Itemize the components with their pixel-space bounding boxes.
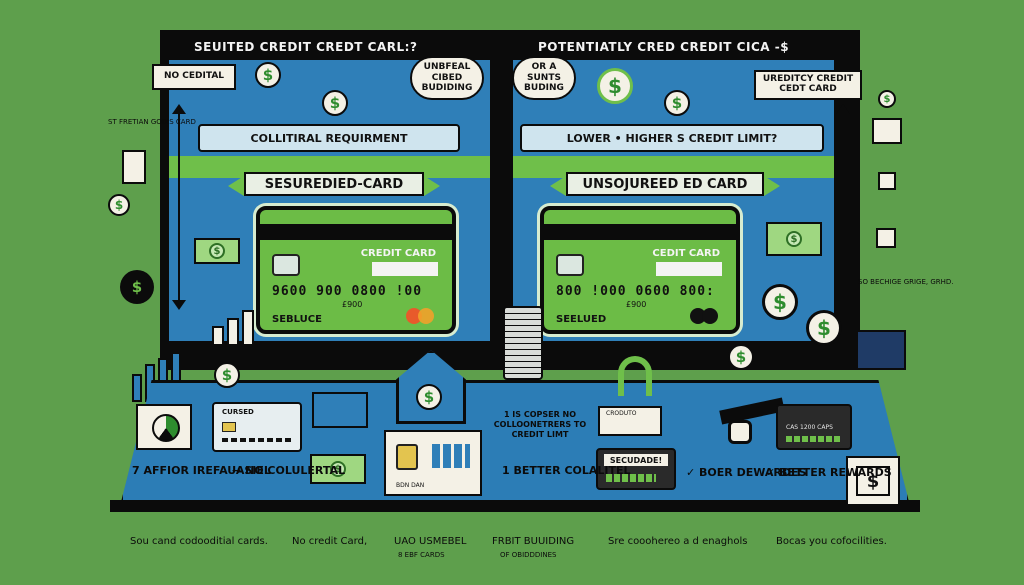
card-number-dots	[786, 436, 842, 442]
mini-secured-card: CURSED	[212, 402, 302, 452]
banknote-icon: $	[194, 238, 240, 264]
footer-sub-2: OF OBIDDDINES	[500, 551, 557, 559]
card-label: CEDIT CARD	[652, 248, 720, 259]
footer-caption-2: No credit Card,	[292, 536, 368, 547]
secured-header: SEUITED CREDIT CREDT CARL:?	[166, 34, 493, 60]
secure-screen: CRODUTO	[598, 406, 662, 436]
window-icon	[432, 444, 470, 468]
floor-label-1: 7 AFFIOR IREFAUASIEL	[132, 464, 271, 477]
dollar-icon: $	[214, 362, 240, 388]
arrow-up-icon	[172, 104, 186, 114]
calculator-icon	[878, 172, 896, 190]
building-icon: BDN DAN	[384, 430, 482, 496]
chip-icon	[272, 254, 300, 276]
dollar-icon: $	[597, 68, 633, 104]
footer-caption-6: Bocas you cofocilities.	[776, 536, 887, 547]
banknote-icon: $	[766, 222, 822, 256]
dollar-icon: $	[664, 90, 690, 116]
dollar-icon: $	[806, 310, 842, 346]
coin-icon: $	[120, 270, 154, 304]
connector-line	[178, 110, 180, 300]
flow-note: 1 IS COPSER NO COLLOONETRERS TO CREDIT L…	[493, 410, 587, 439]
signature-box	[372, 262, 438, 276]
mini-card-label: CURSED	[222, 408, 254, 416]
dollar-icon: $	[416, 384, 442, 410]
card-number-dots	[606, 474, 656, 482]
bar-chart-icon	[212, 310, 262, 346]
house-note: BDN DAN	[396, 482, 425, 489]
dollar-icon: $	[108, 194, 130, 216]
mastercard-logo-icon	[406, 308, 436, 324]
padlock-shackle-icon	[618, 356, 652, 396]
footer-caption-1: Sou cand codooditial cards.	[130, 536, 268, 547]
lock-icon	[728, 420, 752, 444]
card-expiry: £900	[342, 300, 363, 309]
card-number: 9600 900 0800 !00	[272, 284, 423, 299]
card-number-dots	[222, 438, 292, 442]
secured-card-ribbon: SESUREDIED-CARD	[228, 172, 440, 196]
building-bubble: UNBFEAL CIBED BUDIDING	[410, 56, 484, 100]
option-bubble: OR A SUNTS BUDING	[512, 56, 576, 100]
footer-sub-1: 8 EBF CARDS	[398, 551, 445, 559]
phone-icon	[122, 150, 146, 184]
dollar-icon: $	[330, 461, 346, 477]
bank-icon	[872, 118, 902, 144]
pie-chart-icon	[152, 414, 180, 442]
no-credit-tag: NO CEDITAL	[152, 64, 236, 90]
footer-caption-5: Sre cooohereo a d enaghols	[608, 536, 748, 547]
screen-label: CRODUTO	[606, 410, 637, 417]
secured-label-card: SECUDADE!	[596, 448, 676, 490]
secured-credit-card: CREDIT CARD 9600 900 0800 !00 £900 SEBLU…	[256, 206, 456, 334]
card-holder: SEELUED	[556, 314, 607, 325]
unsecured-credit-card: CEDIT CARD 800 !000 0600 800: £900 SEELU…	[540, 206, 740, 334]
side-note-left: ST FRETIAN GODIS CARD	[108, 118, 196, 126]
credit-card-tag: UREDITCY CREDIT CEDT CARD	[754, 70, 862, 100]
magnetic-stripe	[544, 224, 736, 240]
arrow-up-icon	[836, 104, 850, 114]
card-expiry: £900	[626, 300, 647, 309]
dollar-icon: $	[786, 231, 802, 247]
cash-box: $	[846, 456, 900, 506]
pie-chart-panel	[136, 404, 192, 450]
signature-box	[656, 262, 722, 276]
center-divider	[495, 30, 509, 370]
dollar-icon: $	[728, 344, 754, 370]
magnetic-stripe	[260, 224, 452, 240]
floor-label-5: ✓ BETTER REWARDS	[766, 466, 892, 479]
footer-caption-3: UAO USMEBEL	[394, 536, 467, 547]
dollar-icon: $	[856, 466, 890, 496]
phone-icon	[876, 228, 896, 248]
dollar-icon: $	[878, 90, 896, 108]
dark-card: CAS 1200 CAPS	[776, 404, 852, 450]
side-note-right: SO BECHIGE GRIGE, GRHD.	[858, 278, 954, 286]
arrow-down-icon	[172, 300, 186, 310]
card-logo-icon	[690, 308, 720, 324]
floor-edge	[110, 500, 920, 512]
card-number: 800 !000 0600 800:	[556, 284, 715, 299]
floor-label-2: → NO COLULERTAL	[232, 464, 346, 477]
floor-label-3: 1 BETTER COLALITEL	[502, 464, 631, 477]
dollar-icon: $	[255, 62, 281, 88]
floor-label-4: ✓ BOER DEWARDES	[686, 466, 807, 479]
network-diagram-icon	[312, 392, 368, 428]
secured-card-label: SECUDADE!	[604, 454, 668, 466]
wallet-icon	[856, 330, 906, 370]
banknote-icon: $	[310, 454, 366, 484]
unsecured-card-ribbon: UNSOJUREED ED CARD	[550, 172, 780, 196]
dollar-icon: $	[322, 90, 348, 116]
card-holder: SEBLUCE	[272, 314, 322, 325]
chip-icon	[396, 444, 418, 470]
unsecured-header: POTENTIATLY CRED CREDIT CICA -$	[510, 34, 860, 60]
collateral-band: COLLITIRAL REQUIRMENT	[198, 124, 460, 152]
limit-band: LOWER • HIGHER S CREDIT LIMIT?	[520, 124, 824, 152]
chip-icon	[556, 254, 584, 276]
dollar-icon: $	[762, 284, 798, 320]
footer-caption-4: FRBIT BUUIDING	[492, 536, 575, 547]
dollar-icon: $	[209, 243, 225, 259]
coin-stack-icon	[503, 306, 543, 380]
connector-line	[842, 110, 844, 310]
chip-icon	[222, 422, 236, 432]
card-label: CREDIT CARD	[360, 248, 436, 259]
dark-card-text: CAS 1200 CAPS	[786, 424, 833, 431]
